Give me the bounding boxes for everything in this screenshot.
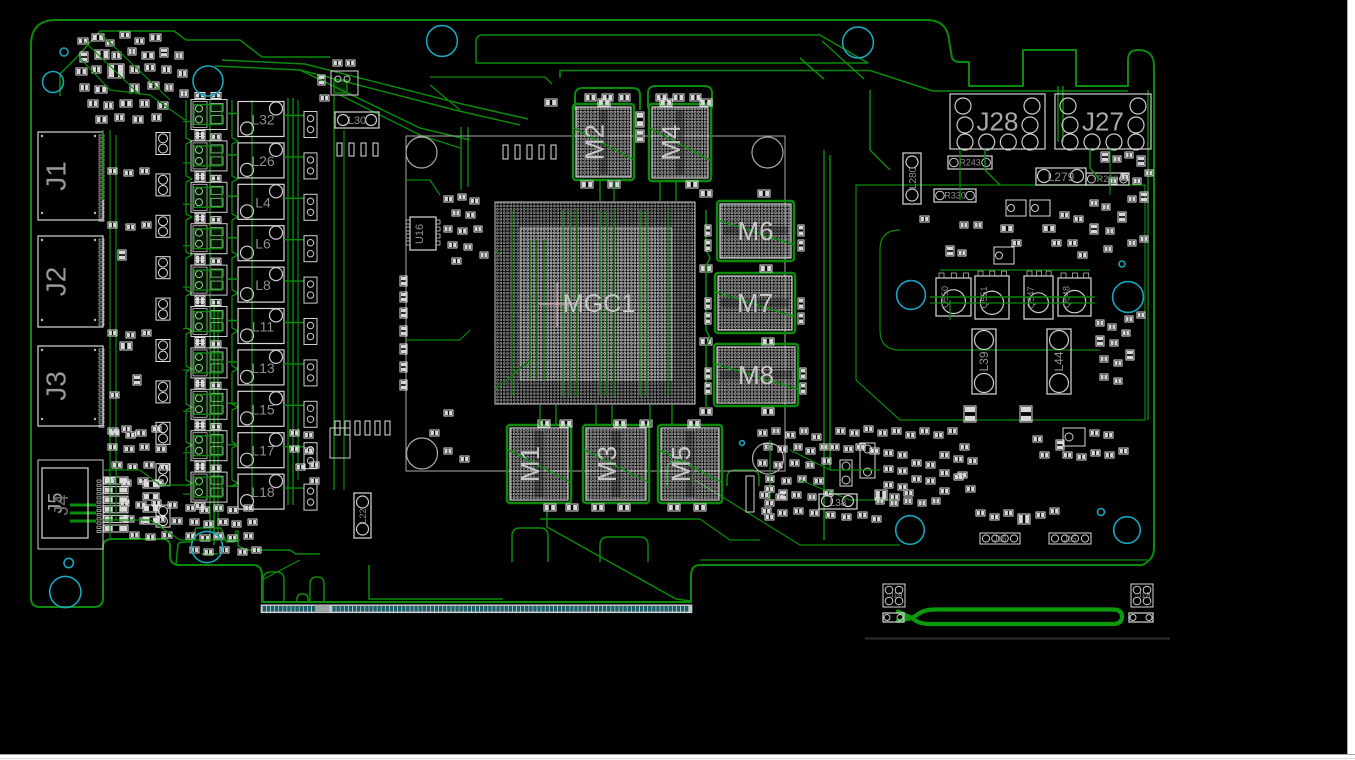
- svg-text:L30: L30: [348, 115, 366, 127]
- svg-text:M4: M4: [656, 124, 686, 160]
- svg-text:J5: J5: [45, 492, 67, 513]
- svg-text:L11: L11: [252, 319, 275, 335]
- svg-text:R330: R330: [944, 191, 966, 201]
- svg-text:L22: L22: [358, 508, 368, 523]
- svg-text:L17: L17: [251, 443, 275, 459]
- svg-text:L15: L15: [251, 401, 275, 417]
- svg-text:L26: L26: [251, 153, 275, 169]
- svg-text:J4: J4: [51, 494, 73, 515]
- svg-text:MGC1: MGC1: [563, 290, 635, 318]
- svg-text:L44: L44: [1052, 351, 1066, 371]
- svg-text:J3: J3: [40, 371, 71, 401]
- svg-text:J28: J28: [977, 107, 1019, 137]
- svg-text:M2: M2: [580, 124, 610, 160]
- svg-text:L4: L4: [255, 194, 271, 210]
- svg-text:L280: L280: [908, 166, 919, 189]
- svg-text:J27: J27: [1082, 107, 1124, 137]
- svg-text:J18: J18: [1138, 591, 1151, 600]
- svg-text:M1: M1: [515, 446, 545, 482]
- svg-text:L6: L6: [255, 236, 271, 252]
- svg-text:J16: J16: [994, 535, 1007, 544]
- svg-text:L18: L18: [251, 484, 275, 500]
- svg-text:M5: M5: [666, 446, 696, 482]
- svg-text:L13: L13: [251, 360, 275, 376]
- svg-text:M6: M6: [737, 216, 773, 246]
- svg-text:R230: R230: [1097, 174, 1119, 184]
- svg-text:J19: J19: [890, 591, 903, 600]
- svg-text:J2: J2: [40, 267, 71, 297]
- svg-text:L39: L39: [977, 351, 991, 371]
- svg-text:L32: L32: [251, 112, 275, 128]
- svg-text:L8: L8: [255, 277, 271, 293]
- svg-text:M3: M3: [592, 446, 622, 482]
- svg-text:M7: M7: [737, 288, 773, 318]
- svg-text:U16: U16: [414, 224, 426, 244]
- svg-text:J15: J15: [1064, 535, 1077, 544]
- svg-text:L38: L38: [830, 498, 847, 509]
- svg-text:J1: J1: [40, 161, 71, 191]
- svg-text:L279: L279: [1048, 170, 1075, 184]
- svg-text:M8: M8: [738, 360, 774, 390]
- svg-text:R243: R243: [959, 158, 981, 168]
